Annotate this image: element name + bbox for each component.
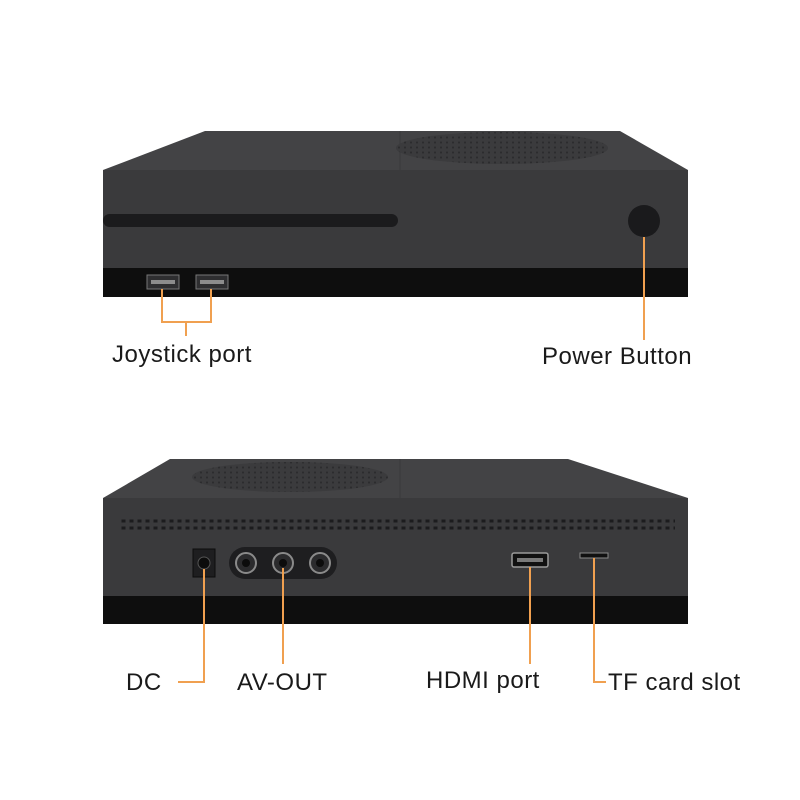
joystick-callout-line xyxy=(161,289,212,336)
hdmi-port-label: HDMI port xyxy=(426,667,540,694)
console-base xyxy=(103,268,688,297)
joystick-port-1 xyxy=(146,274,180,290)
console-back-base xyxy=(103,596,688,624)
console-back-face xyxy=(103,498,688,596)
tf-card-slot xyxy=(579,552,609,559)
av-out-ports xyxy=(229,547,337,579)
power-button xyxy=(628,205,660,237)
console-back-top-surface xyxy=(103,459,688,498)
console-front-view xyxy=(103,131,688,340)
rear-vent-grille xyxy=(120,517,675,531)
dc-label: DC xyxy=(126,669,162,696)
console-back-view xyxy=(103,459,688,683)
av-out-label: AV-OUT xyxy=(237,669,328,696)
power-button-label: Power Button xyxy=(542,343,693,370)
dc-callout-line xyxy=(178,569,205,683)
tf-card-callout-line xyxy=(593,558,606,683)
hdmi-port xyxy=(511,552,549,568)
joystick-port-2 xyxy=(195,274,229,290)
joystick-port-label: Joystick port xyxy=(112,341,252,368)
dc-jack xyxy=(192,548,216,578)
disc-slot xyxy=(103,214,398,227)
tf-card-slot-label: TF card slot xyxy=(608,669,741,696)
